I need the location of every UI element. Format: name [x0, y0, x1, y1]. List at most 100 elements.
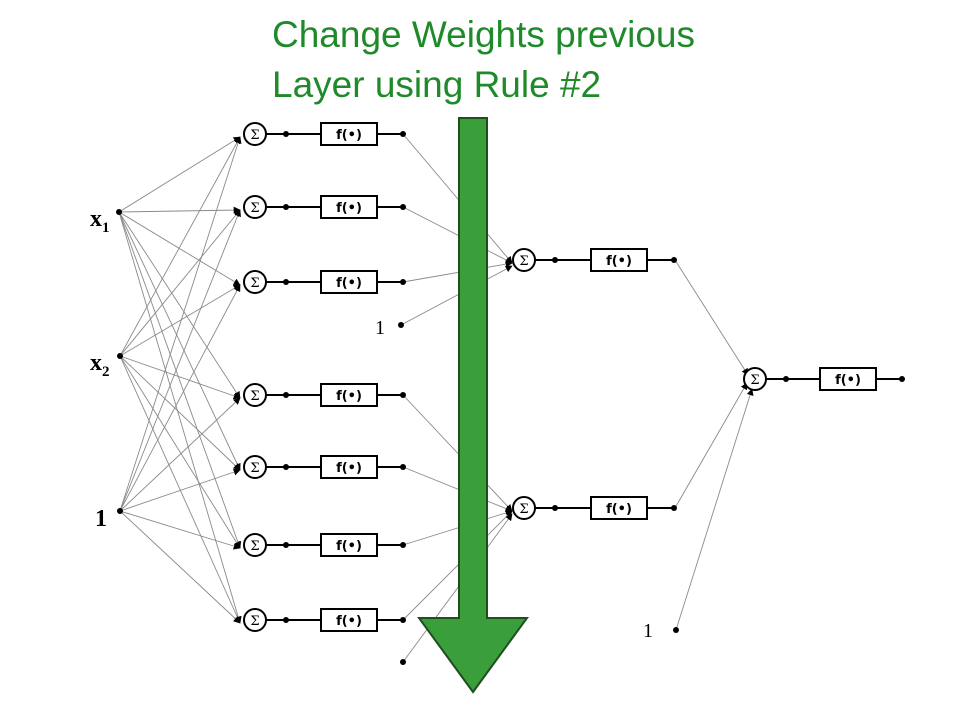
hidden1-neuron-6-dot-out [400, 617, 406, 623]
hidden1-neuron-1-dot-out [400, 204, 406, 210]
hidden1-neuron-4-dot-out [400, 464, 406, 470]
wire-input2-h1 [119, 209, 241, 512]
sigma-icon: Σ [519, 254, 528, 269]
sigma-icon: Σ [250, 201, 259, 216]
wire-input2-h2 [119, 284, 241, 512]
connection-wires [118, 133, 754, 663]
output-neuron-dot-in [783, 376, 789, 382]
wire-h2-0-out [674, 259, 749, 376]
activation-icon: f(•) [336, 128, 362, 143]
hidden2-neuron-1-dot-in [552, 505, 558, 511]
activation-icon: f(•) [336, 389, 362, 404]
input-dot-1 [117, 353, 123, 359]
sigma-icon: Σ [519, 502, 528, 517]
wire-input1-h3 [119, 355, 241, 400]
sigma-icon: Σ [750, 373, 759, 388]
wire-input0-h2 [118, 211, 241, 286]
wire-h6-h2-1 [402, 510, 513, 621]
wire-input0-h0 [118, 136, 241, 213]
down-arrow-icon [417, 117, 529, 694]
sigma-icon: Σ [250, 128, 259, 143]
wire-input1-h2 [119, 284, 241, 357]
hidden2-neuron-0-dot-out [671, 257, 677, 263]
hidden1-neuron-0-dot-in [283, 131, 289, 137]
sigma-icon: Σ [250, 276, 259, 291]
input-dot-0 [116, 209, 122, 215]
activation-icon: f(•) [336, 276, 362, 291]
hidden1-neuron-1-dot-in [283, 204, 289, 210]
hidden1-neuron-5-dot-in [283, 542, 289, 548]
wire-input1-h0 [119, 136, 241, 357]
title-line-1: Change Weights previous [272, 14, 696, 55]
hidden1-neuron-6-dot-in [283, 617, 289, 623]
wire-h2-h2-0 [402, 260, 513, 283]
hidden1-neuron-4-dot-in [283, 464, 289, 470]
bias-dot-0 [400, 659, 406, 665]
hidden1-neuron-2-dot-in [283, 279, 289, 285]
activation-icon: f(•) [606, 254, 632, 269]
hidden1-neuron-3-dot-in [283, 392, 289, 398]
hidden1-neuron-2-dot-out [400, 279, 406, 285]
wire-h0-h2-0 [402, 133, 513, 264]
wire-h2-1-out [674, 382, 748, 509]
hidden1-neuron-3-dot-out [400, 392, 406, 398]
sigma-icon: Σ [250, 539, 259, 554]
wire-input1-h5 [119, 355, 241, 549]
wire-input1-h4 [119, 355, 241, 471]
sigma-icon: Σ [250, 461, 259, 476]
hidden2-neuron-1-dot-out [671, 505, 677, 511]
sigma-icon: Σ [250, 389, 259, 404]
wire-input2-h6 [119, 510, 241, 624]
activation-icon: f(•) [336, 461, 362, 476]
bias-label-hidden2: 1 [375, 317, 385, 339]
wire-h3-h2-1 [402, 394, 513, 512]
activation-icon: f(•) [336, 614, 362, 629]
input-label-x2: x2 [90, 350, 110, 380]
wire-input1-h1 [119, 209, 241, 357]
wire-input2-h5 [119, 510, 241, 550]
input-label-bias: 1 [95, 506, 107, 532]
wire-input0-h1 [118, 206, 241, 214]
activation-icon: f(•) [606, 502, 632, 517]
input-dot-2 [117, 508, 123, 514]
output-neuron-dot-out [899, 376, 905, 382]
wire-bias-h2-1 [402, 513, 513, 663]
wire-input0-h3 [118, 211, 241, 399]
activation-icon: f(•) [336, 539, 362, 554]
activation-icon: f(•) [336, 201, 362, 216]
activation-icon: f(•) [835, 373, 861, 388]
wire-input2-h0 [119, 136, 242, 512]
sigma-icon: Σ [250, 614, 259, 629]
title-line-2: Layer using Rule #2 [272, 64, 602, 105]
wire-h4-h2-1 [402, 466, 513, 512]
hidden1-neuron-0-dot-out [400, 131, 406, 137]
bias-dot-1 [398, 322, 404, 328]
hidden1-neuron-5-dot-out [400, 542, 406, 548]
input-labels: x1 x2 1 1 1 [90, 206, 653, 642]
wire-input0-h4 [118, 211, 241, 471]
wire-input2-h4 [119, 468, 241, 512]
slide-title: Change Weights previous Layer using Rule… [272, 10, 932, 110]
wire-h1-h2-0 [402, 206, 513, 264]
wire-h5-h2-1 [402, 509, 513, 546]
input-label-x1: x1 [90, 206, 110, 236]
bias-dot-2 [673, 627, 679, 633]
wire-bias-h2-0 [400, 265, 513, 326]
hidden2-neuron-0-dot-in [552, 257, 558, 263]
bias-label-output: 1 [643, 620, 653, 642]
wire-bias-out [675, 388, 754, 631]
wire-input0-h6 [118, 211, 242, 624]
wire-input2-h3 [119, 397, 241, 512]
